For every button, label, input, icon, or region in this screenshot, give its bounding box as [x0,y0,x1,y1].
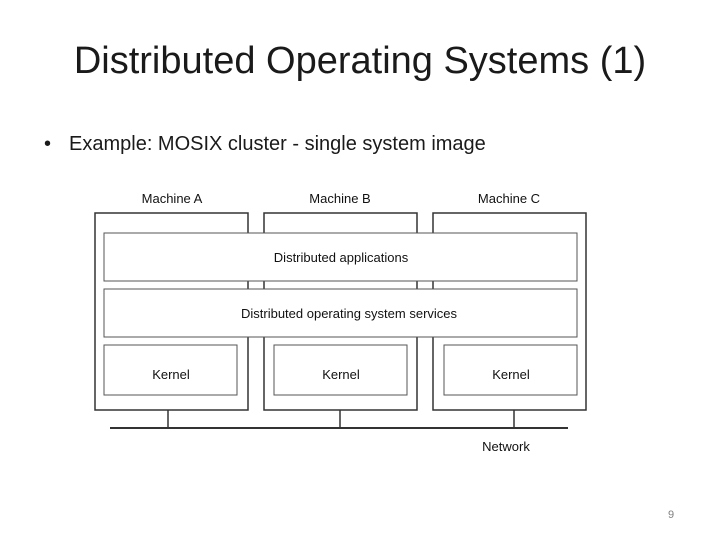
kernel-b-box [273,344,408,396]
page-number: 9 [668,509,675,521]
kernel-a-label: Kernel [152,367,190,382]
applications-layer-box [103,232,578,282]
bullet-item: • Example: MOSIX cluster - single system … [44,133,486,156]
applications-layer-label: Distributed applications [274,250,409,265]
services-layer-label: Distributed operating system services [241,306,458,321]
network-label: Network [482,439,530,454]
machine-c-label: Machine C [478,191,540,206]
kernel-a-box [103,344,238,396]
bullet-dot: • [44,133,52,155]
kernel-c-label: Kernel [492,367,530,382]
machine-b-label: Machine B [309,191,370,206]
services-layer-box [103,288,578,338]
machine-a-label: Machine A [142,191,203,206]
slide-title: Distributed Operating Systems (1) [73,40,647,82]
kernel-b-label: Kernel [322,367,360,382]
bullet-text: Example: MOSIX cluster - single system i… [69,133,486,155]
kernel-c-box [443,344,578,396]
